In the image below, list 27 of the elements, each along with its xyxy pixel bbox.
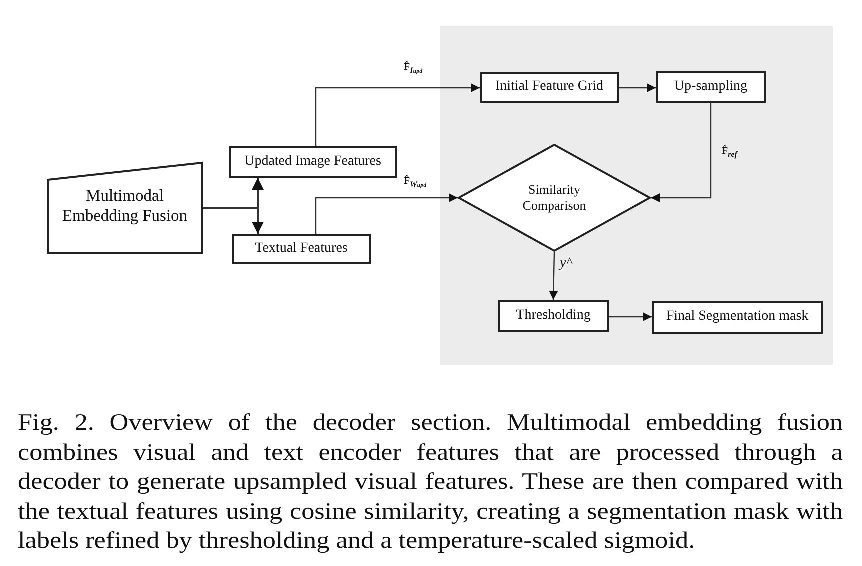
node-text: Up-sampling <box>674 78 748 96</box>
node-text: Multimodal Embedding Fusion <box>61 186 189 226</box>
arrow <box>549 252 558 300</box>
edge-label: y^ <box>560 256 572 272</box>
arrow <box>651 103 712 202</box>
figure-caption: Fig. 2. Overview of the decoder section. Multimodal embedding fusion combines visual and text encoder features that are processed through a decoder to generate upsampled visual features. These are then compared with the textual features using cosine similarity, creating a segmentation mask with labels refined by thresholding and a temperature-scaled sigmoid. <box>18 409 844 556</box>
arrow <box>619 84 656 92</box>
arrow <box>203 207 264 234</box>
decision-diamond <box>458 144 651 252</box>
node-text: Updated Image Features <box>244 154 382 170</box>
node-text: Initial Feature Grid <box>495 79 604 96</box>
arrow <box>609 312 652 322</box>
process-box <box>656 71 766 103</box>
arrow <box>315 194 458 234</box>
process-box <box>232 234 371 264</box>
node-text: Similarity Comparison <box>522 182 588 214</box>
process-box <box>652 301 823 334</box>
edge-label: F̂$_{ref}$ <box>722 146 738 160</box>
grouping-panel <box>440 26 833 365</box>
manual-input-shape <box>47 162 203 254</box>
node-text: Thresholding <box>516 308 591 324</box>
arrow <box>315 84 480 146</box>
process-box <box>480 72 619 103</box>
process-box <box>229 146 397 178</box>
node-text: Textual Features <box>255 240 348 258</box>
process-box <box>498 300 609 332</box>
node-text: Final Segmentation mask <box>666 309 809 326</box>
